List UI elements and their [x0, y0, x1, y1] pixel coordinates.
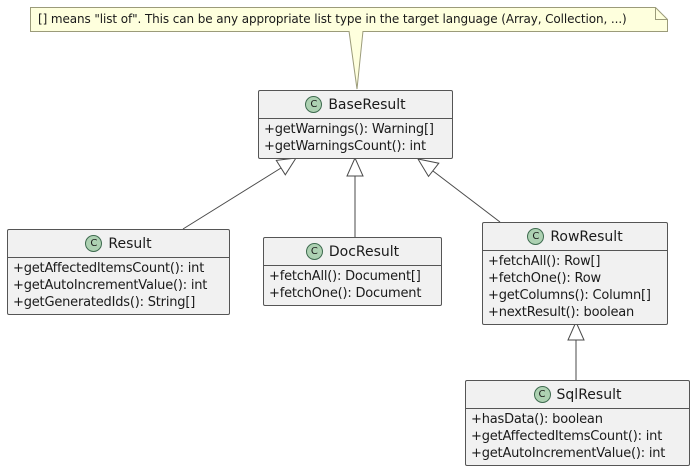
class-sqlresult-members: +hasData(): boolean +getAffectedItemsCou… — [466, 409, 689, 465]
class-sqlresult: C SqlResult +hasData(): boolean +getAffe… — [465, 380, 690, 466]
class-docresult-header: C DocResult — [264, 238, 441, 266]
class-member: +fetchOne(): Document — [269, 286, 422, 301]
relation-docresult-extends-baseresult — [346, 156, 364, 237]
class-member: +getWarnings(): Warning[] — [264, 122, 434, 137]
class-rowresult-members: +fetchAll(): Row[] +fetchOne(): Row +get… — [483, 251, 667, 324]
class-member: +hasData(): boolean — [471, 412, 603, 427]
class-baseresult-members: +getWarnings(): Warning[] +getWarningsCo… — [259, 119, 452, 158]
relation-result-extends-baseresult — [182, 157, 297, 230]
class-member: +getAutoIncrementValue(): int — [471, 446, 666, 461]
class-spot-icon: C — [527, 228, 545, 245]
generalization-arrowhead-icon — [346, 156, 364, 177]
class-member: +getAffectedItemsCount(): int — [13, 261, 205, 276]
class-spot-icon: C — [305, 243, 323, 260]
class-name: Result — [108, 235, 152, 252]
class-member: +getWarningsCount(): int — [264, 139, 426, 154]
class-docresult: C DocResult +fetchAll(): Document[] +fet… — [263, 237, 442, 306]
class-member: +getGeneratedIds(): String[] — [13, 295, 196, 310]
class-name: SqlResult — [556, 386, 622, 403]
class-rowresult-header: C RowResult — [483, 223, 667, 251]
relation-rowresult-extends-baseresult — [416, 158, 501, 223]
relation-sqlresult-extends-rowresult — [567, 320, 585, 380]
note: [] means "list of". This can be any appr… — [38, 12, 627, 26]
class-name: DocResult — [328, 243, 400, 260]
class-name: BaseResult — [328, 96, 406, 113]
class-member: +fetchOne(): Row — [488, 271, 601, 286]
class-member: +fetchAll(): Document[] — [269, 269, 421, 284]
class-result-members: +getAffectedItemsCount(): int +getAutoIn… — [8, 258, 229, 314]
class-docresult-members: +fetchAll(): Document[] +fetchOne(): Doc… — [264, 266, 441, 305]
class-member: +fetchAll(): Row[] — [488, 254, 601, 269]
class-rowresult: C RowResult +fetchAll(): Row[] +fetchOne… — [482, 222, 668, 325]
class-sqlresult-header: C SqlResult — [466, 381, 689, 409]
class-member: +getAffectedItemsCount(): int — [471, 429, 663, 444]
class-spot-icon: C — [305, 96, 323, 113]
class-spot-icon: C — [533, 386, 551, 403]
class-result-header: C Result — [8, 230, 229, 258]
class-member: +getAutoIncrementValue(): int — [13, 278, 208, 293]
class-spot-icon: C — [85, 235, 103, 252]
class-baseresult-header: C BaseResult — [259, 91, 452, 119]
class-member: +getColumns(): Column[] — [488, 288, 651, 303]
note-pointer — [349, 31, 363, 89]
class-baseresult: C BaseResult +getWarnings(): Warning[] +… — [258, 90, 453, 159]
generalization-arrowhead-icon — [416, 158, 440, 178]
class-result: C Result +getAffectedItemsCount(): int +… — [7, 229, 230, 315]
generalization-arrowhead-icon — [275, 157, 297, 176]
class-member: +nextResult(): boolean — [488, 305, 635, 320]
class-name: RowResult — [550, 228, 623, 245]
